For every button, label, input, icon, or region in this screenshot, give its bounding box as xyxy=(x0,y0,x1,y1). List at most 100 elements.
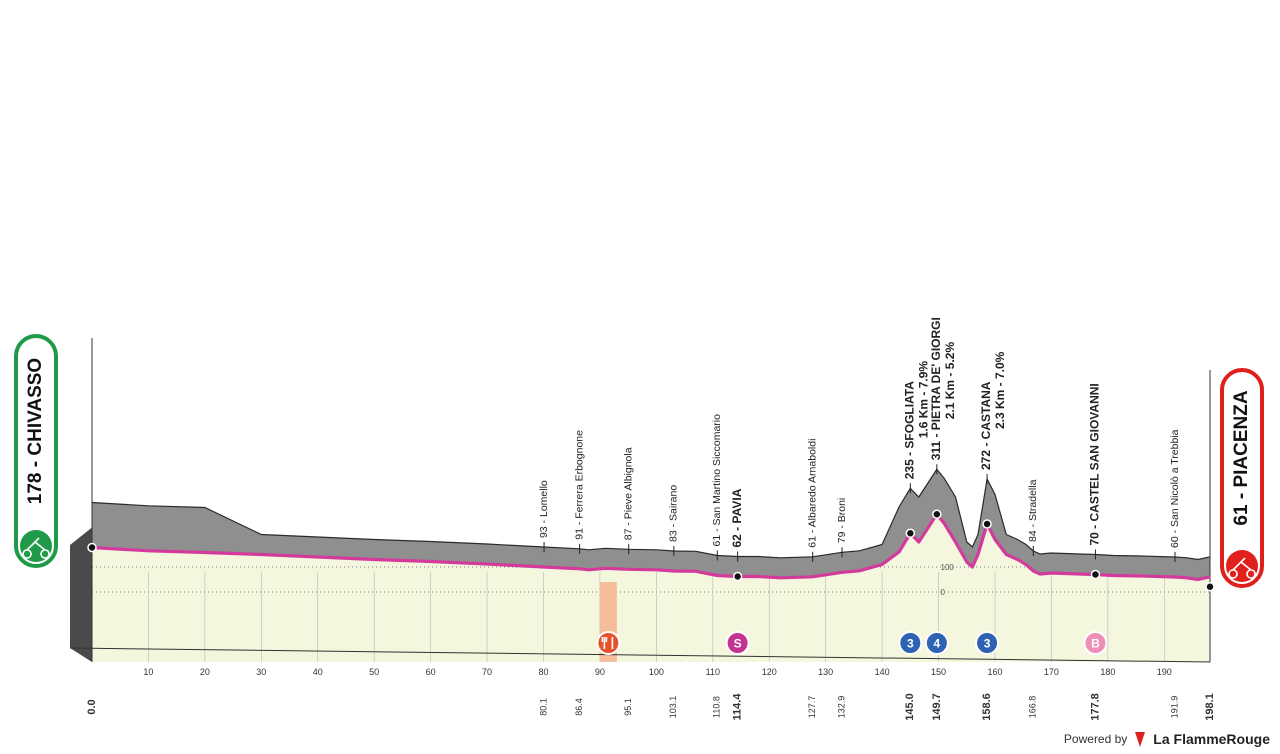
place-label: 61 - Albaredo Arnaboldi xyxy=(806,439,818,548)
flame-logo-icon xyxy=(1135,732,1146,747)
km-mark-label: 103.1 xyxy=(668,696,678,719)
km-mark-label: 0.0 xyxy=(86,699,98,714)
feed-badge xyxy=(596,631,621,655)
axis-tick-label: 160 xyxy=(987,667,1002,677)
km-mark-label: 149.7 xyxy=(931,693,943,721)
base-line xyxy=(69,647,1211,663)
place-label: 93 - Lomello xyxy=(538,480,550,538)
bonus-badge xyxy=(1083,631,1108,655)
badge-text: S xyxy=(734,637,742,651)
km-mark-label: 158.6 xyxy=(981,693,993,721)
place-label: 83 - Sairano xyxy=(668,485,680,542)
gridlines: 100 0 xyxy=(92,563,1210,662)
footer: Powered by La FlammeRouge xyxy=(1064,730,1270,748)
fork-knife-icon xyxy=(601,637,614,649)
axis-tick-label: 190 xyxy=(1157,667,1172,677)
climb-summit-dot xyxy=(982,519,992,529)
route-path xyxy=(91,512,1211,582)
place-label: 235 - SFOGLIATA xyxy=(902,381,916,480)
place-label: 272 - CASTANA xyxy=(979,381,993,470)
badge-text: B xyxy=(1091,637,1100,651)
place-label: 79 - Broni xyxy=(836,498,848,544)
axis-tick-label: 20 xyxy=(200,667,210,677)
km-axis: 10 20 30 40 50 60 70 80 90 100 110 120 130 140 150 160 1… xyxy=(86,667,1216,721)
climb-detail: 2.3 Km - 7.0% xyxy=(993,351,1007,429)
finish-flag-frame xyxy=(1220,368,1264,588)
terrain-ridge xyxy=(91,468,1211,561)
finish-flag-bike-icon xyxy=(1228,557,1256,579)
place-label: 84 - Stradella xyxy=(1027,479,1039,542)
climb-summit-dot xyxy=(932,509,942,519)
route-line xyxy=(91,512,1211,582)
km-mark-label: 177.8 xyxy=(1089,693,1101,721)
axis-tick-label: 80 xyxy=(538,667,548,677)
finish-flag-cyclist-icon xyxy=(1226,550,1258,582)
place-label: 61 - San Martino Siccomario xyxy=(711,414,723,547)
km-mark-label: 145.0 xyxy=(904,693,916,721)
axis-tick-label: 50 xyxy=(369,667,379,677)
profile-fill xyxy=(92,514,1210,662)
start-dot xyxy=(87,542,97,553)
km-mark-label: 86.4 xyxy=(574,698,584,716)
start-flag-bike-icon xyxy=(22,537,50,559)
axis-tick-label: 70 xyxy=(482,667,492,677)
axis-tick-label: 150 xyxy=(931,667,946,677)
axis-tick-label: 130 xyxy=(818,667,833,677)
km-mark-label: 132.9 xyxy=(836,696,846,719)
axis-tick-label: 170 xyxy=(1044,667,1059,677)
axis-tick-label: 100 xyxy=(649,667,664,677)
stage-badges: S 3 4 3 B xyxy=(596,631,1108,655)
climb-detail: 2.1 Km - 5.2% xyxy=(943,342,957,420)
axis-tick-label: 110 xyxy=(706,667,720,677)
gridline-label: 100 xyxy=(941,563,955,572)
climb-detail: 1.6 Km - 7.9% xyxy=(916,361,930,439)
place-label: 91 - Ferrera Erbognone xyxy=(573,430,585,540)
axis-tick-label: 90 xyxy=(595,667,605,677)
km-mark-label: 166.8 xyxy=(1028,696,1038,719)
powered-by-text: Powered by xyxy=(1063,732,1128,746)
place-labels: 93 - Lomello 91 - Ferrera Erbognone 87 - P… xyxy=(87,317,1215,592)
start-flag-frame xyxy=(14,334,58,568)
gpm-badge xyxy=(924,631,949,655)
km-mark-label: 95.1 xyxy=(623,698,633,716)
badge-text: 4 xyxy=(934,637,941,651)
field-area xyxy=(92,514,1210,662)
km-mark-label: 198.1 xyxy=(1204,693,1216,721)
ground-wall xyxy=(70,527,92,662)
gpm-badge xyxy=(898,631,923,655)
finish-flag-label: 61 - PIACENZA xyxy=(1231,390,1252,525)
terrain-band xyxy=(92,469,1210,580)
place-label: 311 - PIETRA DE' GIORGI xyxy=(929,317,943,460)
km-mark-label: 127.7 xyxy=(807,696,817,719)
axis-tick-label: 120 xyxy=(762,667,777,677)
gpm-badge xyxy=(975,631,1000,655)
place-label: 62 - PAVIA xyxy=(730,488,744,547)
km-mark-label: 80.1 xyxy=(538,698,548,716)
endpoint-flags: 178 - CHIVASSO 61 - PIACENZA xyxy=(14,334,1264,588)
start-flag-label: 178 - CHIVASSO xyxy=(25,358,46,504)
place-label: 87 - Pieve Albignola xyxy=(622,447,634,540)
place-label: 60 - San Nicolò a Trebbia xyxy=(1169,429,1181,548)
climb-summit-dot xyxy=(905,528,916,538)
brand-name: La FlammeRouge xyxy=(1153,731,1270,747)
place-label: 70 - CASTEL SAN GIOVANNI xyxy=(1088,383,1102,545)
sprint-badge xyxy=(725,631,750,655)
terrain-silhouette xyxy=(69,338,1211,663)
badge-text: 3 xyxy=(907,637,914,651)
badge-text: 3 xyxy=(984,637,991,651)
axis-tick-label: 30 xyxy=(256,667,266,677)
km-mark-label: 114.4 xyxy=(732,693,744,721)
km-mark-label: 110.8 xyxy=(712,696,722,718)
axis-tick-label: 140 xyxy=(875,667,890,677)
axis-tick-label: 180 xyxy=(1100,667,1115,677)
axis-tick-label: 60 xyxy=(426,667,436,677)
km-mark-label: 191.9 xyxy=(1169,696,1179,719)
waypoint-dot xyxy=(1090,569,1101,580)
waypoint-dot xyxy=(732,571,743,582)
axis-tick-label: 40 xyxy=(313,667,323,677)
gridline-label: 0 xyxy=(941,588,946,597)
start-flag-cyclist-icon xyxy=(20,530,52,562)
finish-dot xyxy=(1205,582,1215,592)
axis-tick-label: 10 xyxy=(143,667,153,677)
